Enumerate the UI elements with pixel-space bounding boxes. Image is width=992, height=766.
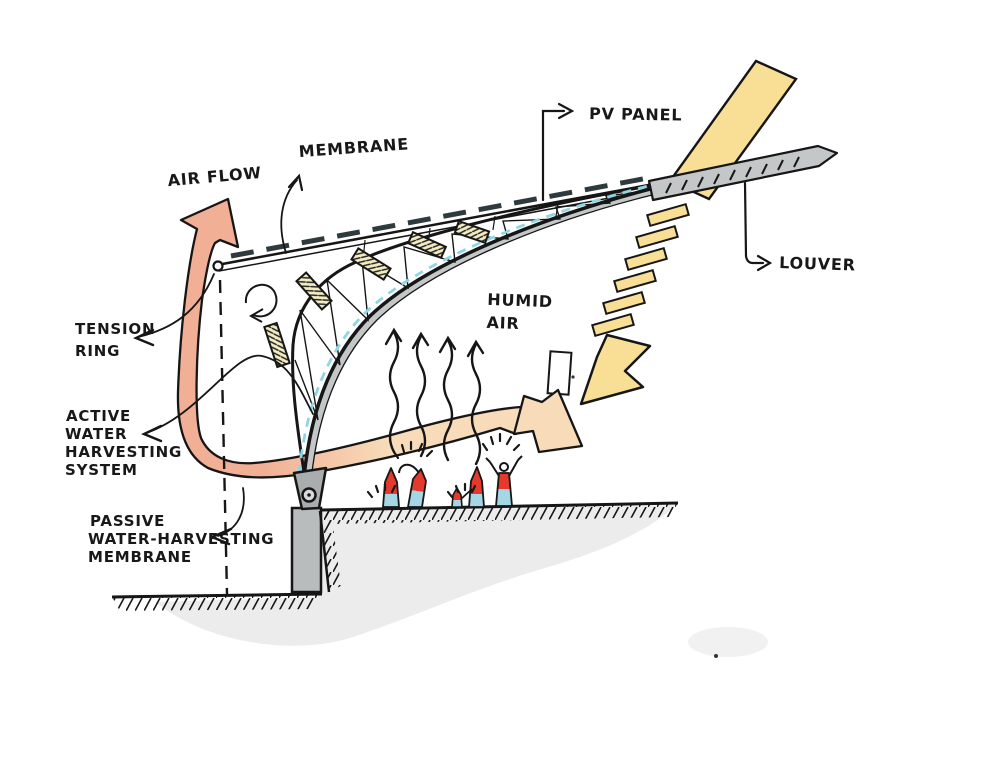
sun-beam — [579, 59, 798, 406]
membrane-leader-arrowhead — [287, 173, 304, 192]
ground-shadow — [155, 505, 676, 646]
svg-text:ACTIVE: ACTIVE — [66, 407, 131, 425]
ground-edge-line — [318, 510, 331, 593]
membrane-roof — [216, 175, 655, 272]
shadow-spot — [688, 627, 768, 657]
truss — [291, 180, 659, 482]
sparkle-marks — [366, 432, 521, 499]
leader-lines — [133, 102, 773, 546]
humid-air-arrows — [384, 327, 485, 466]
flow-arrowhead-right — [512, 388, 584, 454]
svg-text:HARVESTING: HARVESTING — [65, 443, 182, 461]
svg-text:AIR: AIR — [486, 313, 520, 333]
people — [366, 432, 523, 508]
sun-arrowhead — [579, 333, 652, 406]
circulation-curl-arrowhead — [248, 308, 264, 323]
svg-text:PASSIVE: PASSIVE — [90, 512, 165, 530]
column — [290, 506, 323, 594]
svg-text:SYSTEM: SYSTEM — [65, 461, 138, 479]
fin — [406, 230, 448, 260]
passive-whm-leader-arrowhead — [208, 527, 233, 546]
label-membrane: MEMBRANE — [298, 134, 409, 161]
pin-joint-center — [307, 493, 311, 497]
tension-ring-joint — [212, 260, 224, 272]
active-whs-leader — [145, 354, 314, 434]
svg-text:MEMBRANE: MEMBRANE — [88, 548, 192, 566]
svg-text:HUMID: HUMID — [487, 290, 553, 311]
ground-lower-line — [111, 592, 323, 599]
fin — [295, 271, 333, 311]
pv-panel-leader — [541, 109, 566, 202]
passive-whm-leader — [217, 487, 245, 537]
svg-text:RING: RING — [75, 342, 120, 360]
membrane-leader — [280, 179, 298, 254]
ink-speck — [571, 375, 575, 379]
sun-beam-segments — [591, 202, 690, 338]
truss-web — [294, 190, 646, 421]
tension-ring-leader-arrowhead — [133, 328, 155, 347]
person — [398, 463, 427, 508]
circulation-curl-arrow — [244, 283, 278, 318]
label-louver: LOUVER — [779, 253, 856, 275]
flow-arrow-tab — [546, 350, 573, 396]
louver-leader — [743, 181, 765, 265]
fin — [263, 321, 291, 369]
label-pv-panel: PV PANEL — [589, 104, 683, 125]
air-flow-band — [176, 197, 584, 479]
louver-leader-arrowhead — [756, 254, 773, 272]
label-tension-ring: TENSION RING — [75, 320, 155, 360]
label-active-whs: ACTIVE WATER HARVESTING SYSTEM — [65, 407, 182, 479]
fin — [453, 219, 491, 245]
sun-beam-solid — [668, 59, 798, 201]
louver-bar — [647, 144, 839, 202]
roof-fins — [263, 219, 491, 369]
svg-text:WATER: WATER — [65, 425, 127, 443]
louver-slats — [665, 156, 800, 194]
person-arms-raised — [485, 455, 523, 507]
label-passive-whm: PASSIVE WATER-HARVESTING MEMBRANE — [88, 512, 274, 566]
person-child — [451, 487, 463, 508]
ground-edge-hatch — [321, 512, 341, 591]
ink-speck — [714, 654, 718, 658]
label-air-flow: AIR FLOW — [167, 163, 263, 190]
truss-top-chord — [291, 184, 650, 473]
pv-panel-leader-arrowhead — [557, 102, 575, 120]
svg-text:WATER-HARVESTING: WATER-HARVESTING — [88, 530, 274, 548]
roof-line-inner — [218, 189, 653, 272]
truss-bottom-chord — [302, 187, 651, 478]
fin — [350, 247, 392, 281]
truss-outer-line — [310, 194, 653, 482]
label-humid-air: HUMID AIR — [486, 290, 553, 333]
tension-ring-leader — [137, 273, 215, 338]
active-whs-leader-arrowhead — [141, 424, 163, 443]
dashed-axis-line — [218, 279, 229, 595]
svg-text:TENSION: TENSION — [75, 320, 155, 338]
